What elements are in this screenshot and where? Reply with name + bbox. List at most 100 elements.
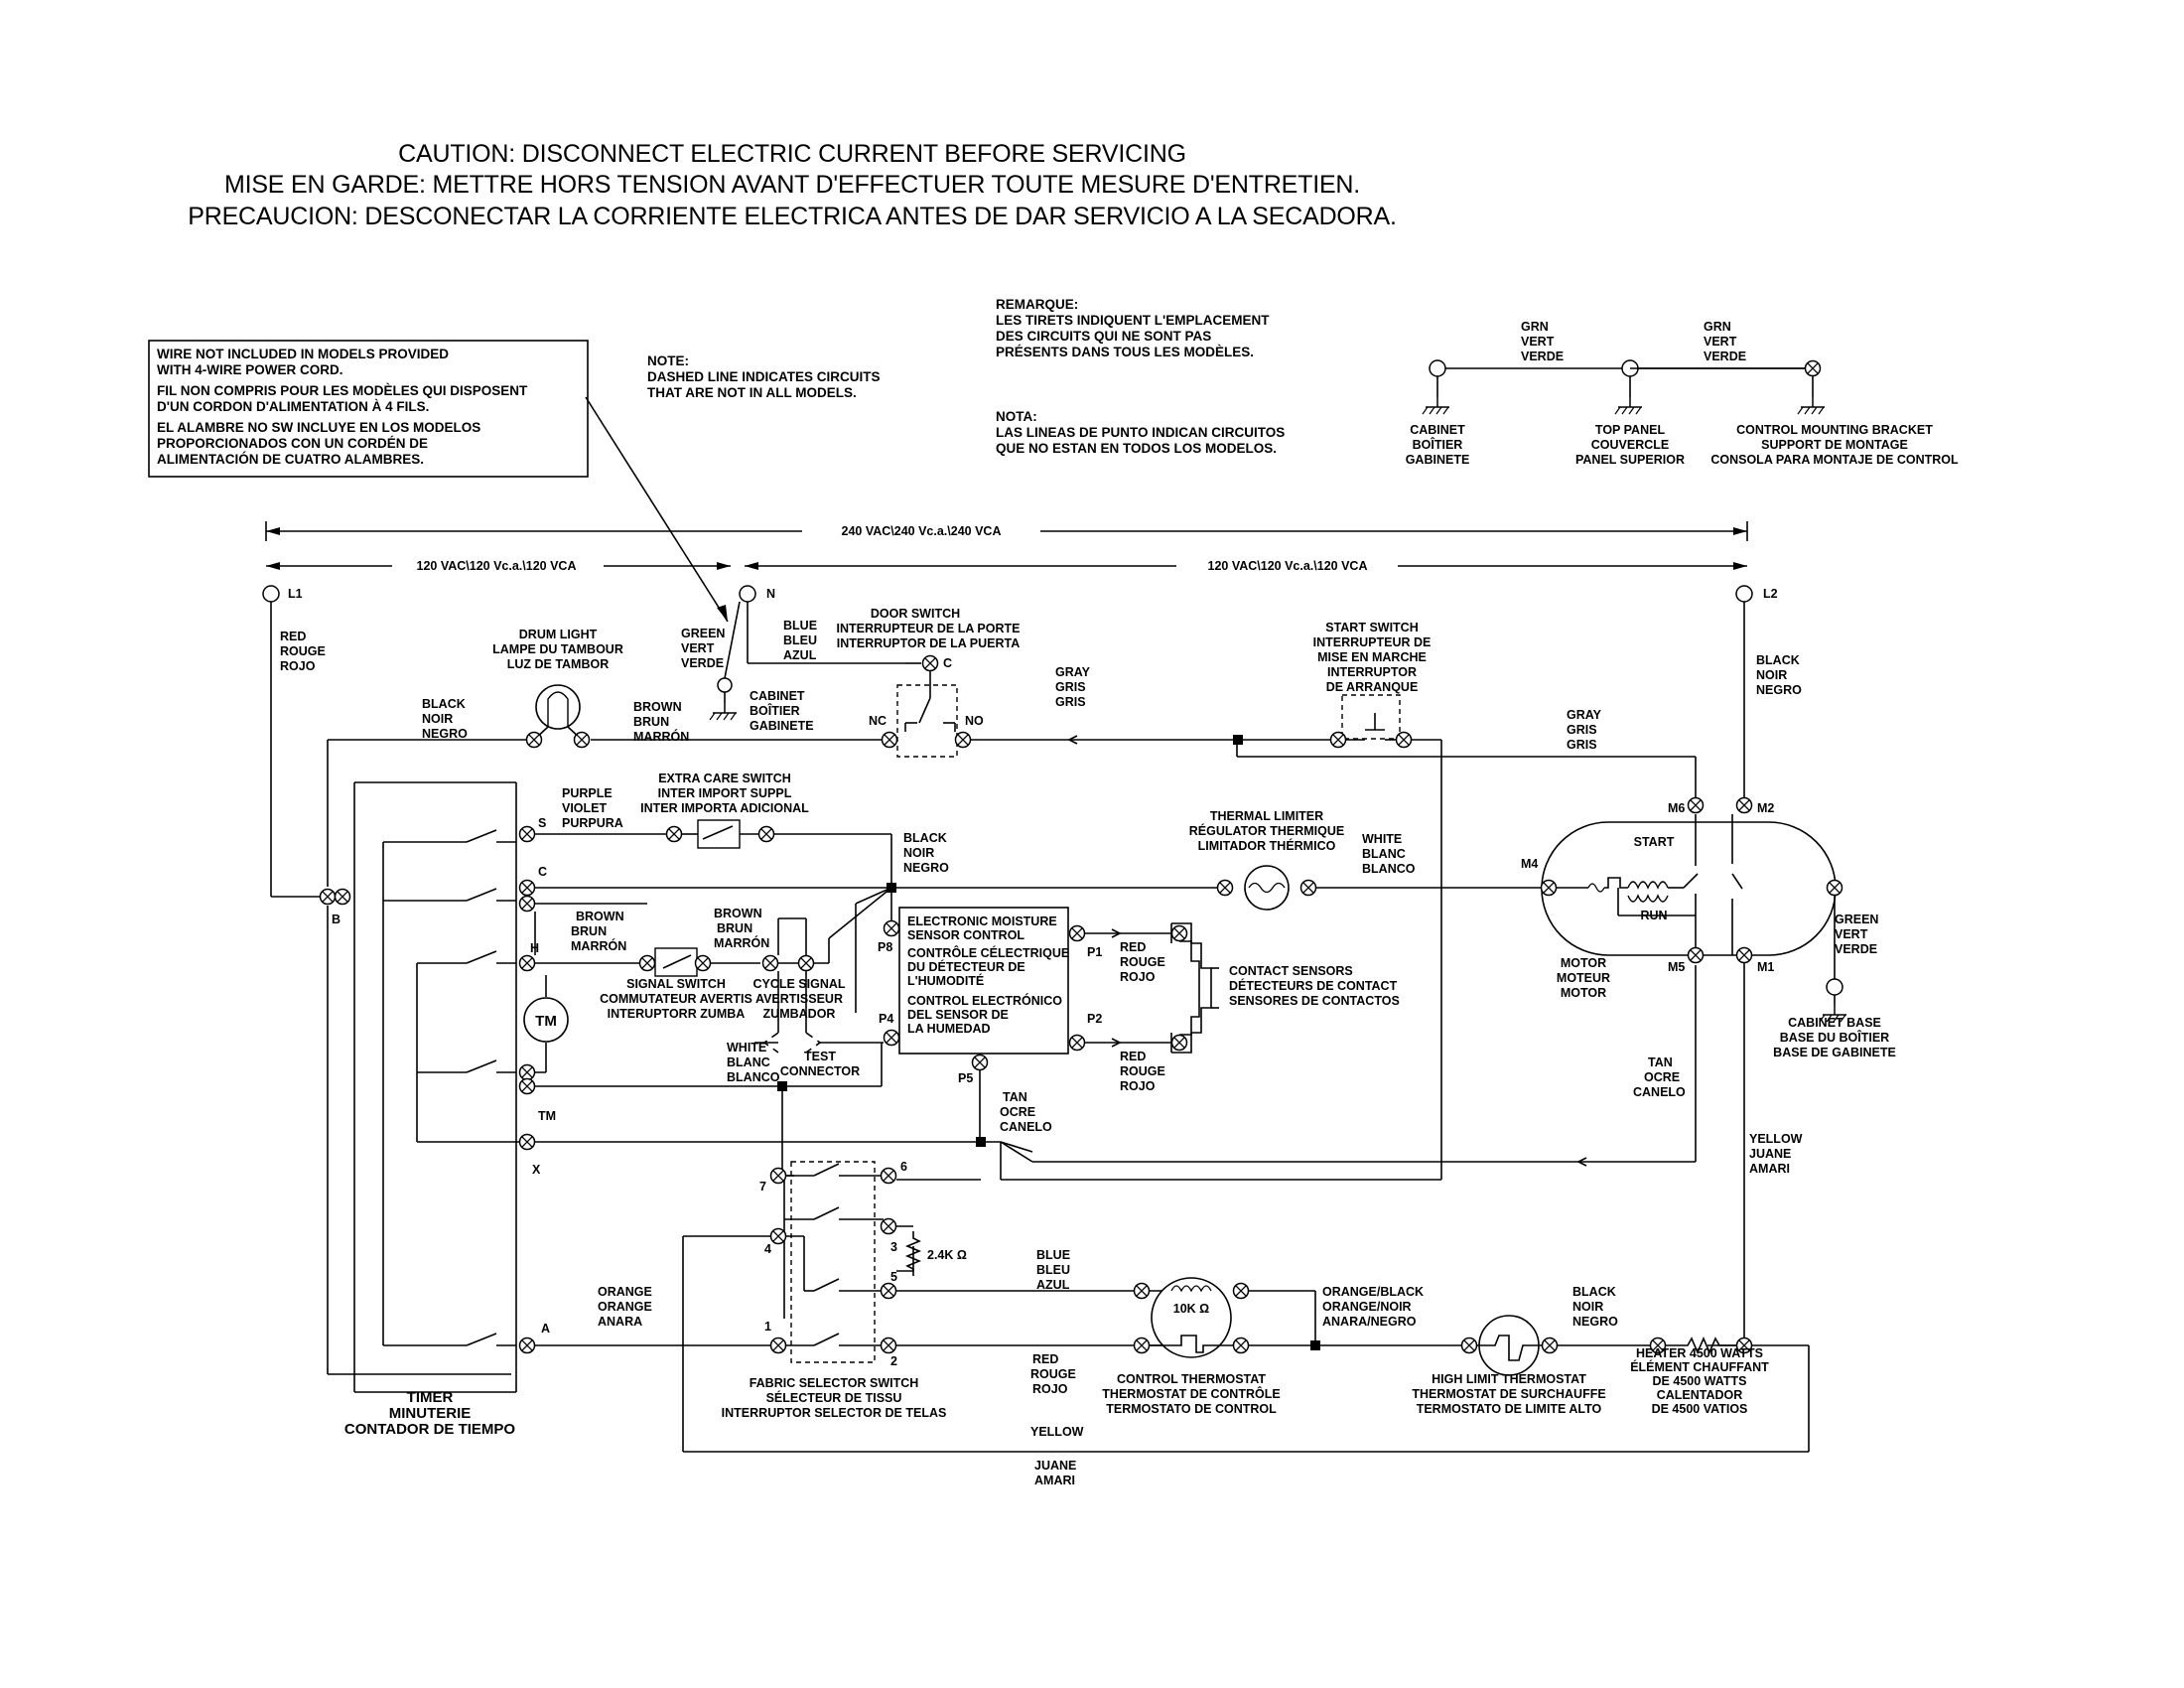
cycle-signal-label: AVERTISSEUR [755,992,843,1006]
extra-care-label-line: EXTRA CARE SWITCH [658,772,791,785]
wire-label: BLACK [422,697,466,711]
wire-label: NEGRO [1572,1315,1618,1329]
motor-pin-m5: M5 [1668,960,1685,974]
door-pin-no: NO [965,714,984,728]
wire-label: BLUE [783,619,817,633]
control-thermostat-label: CONTROL THERMOSTAT THERMOSTAT DE CONTRÔL… [1102,1372,1280,1416]
heater-element-icon [1666,1336,1736,1355]
control-thermostat-terminal-icon [1133,1282,1151,1300]
note-french: REMARQUE: LES TIRETS INDIQUENT L'EMPLACE… [996,297,1270,359]
start-switch-label-line: INTERRUPTEUR DE [1313,635,1432,649]
motor-terminal-m2-icon [1735,796,1753,814]
bracket-label: CONSOLA PARA MONTAJE DE CONTROL [1710,453,1959,467]
fabric-selector-switch [778,1161,884,1363]
wire-label: BROWN [576,910,624,923]
high-limit-terminal-icon [1541,1336,1559,1354]
door-switch [896,671,958,758]
timer-pin-tm: TM [538,1109,556,1123]
wire-label: BRUN [717,921,752,935]
note-line: REMARQUE: [996,297,1078,312]
cabinet-ground-label: BOÎTIER [750,703,800,718]
top-panel-label: COUVERCLE [1591,438,1669,452]
contact-sensors-label-line: CONTACT SENSORS [1229,964,1353,978]
note-spanish: NOTA: LAS LINEAS DE PUNTO INDICAN CIRCUI… [996,409,1285,456]
test-connector-label: CONNECTOR [780,1064,860,1078]
caution-line-en: CAUTION: DISCONNECT ELECTRIC CURRENT BEF… [398,140,1186,168]
thermal-limiter-label: THERMAL LIMITER RÉGULATOR THERMIQUE LIMI… [1189,809,1344,853]
wire-label: TAN [1648,1055,1673,1069]
control-thermostat-label-line: CONTROL THERMOSTAT [1117,1372,1266,1386]
junction-node-icon [976,1137,986,1147]
heater-label-line: ÉLÉMENT CHAUFFANT [1630,1359,1769,1374]
wiring [270,601,1810,1453]
control-pin-p2: P2 [1087,1012,1102,1026]
wire-label: BRUN [571,924,607,938]
timer-label-line: CONTADOR DE TIEMPO [344,1421,516,1438]
cabinet-ground-label: CABINET [750,689,805,703]
wire-label: RED [1120,1050,1146,1063]
motor-pin-m1: M1 [1757,960,1774,974]
start-switch-terminal-icon [1329,731,1347,749]
wire-label: GRIS [1567,738,1597,752]
wire-label: BLACK [903,831,947,845]
contact-sensors-label-line: SENSORES DE CONTACTOS [1229,994,1400,1008]
cabinet-ground-terminal-icon [1429,359,1446,377]
wire-label: MARRÓN [633,729,689,744]
wire-label: ORANGE [598,1300,652,1314]
wire-labels: RED ROUGE ROJO BLACK NOIR NEGRO GREEN VE… [280,619,1878,1487]
n-terminal-icon [739,585,756,603]
extra-care-label-line: INTER IMPORTA ADICIONAL [640,801,809,815]
moisture-control-box [898,907,1069,1055]
wire-label: ROJO [1120,1079,1156,1093]
note-line: LAS LINEAS DE PUNTO INDICAN CIRCUITOS [996,425,1285,440]
wire-label: NOIR [903,846,934,860]
control-thermostat-terminal-icon [1232,1282,1250,1300]
wire-label: JUANE [1034,1459,1076,1473]
wire-label: BLEU [1036,1263,1070,1277]
cycle-signal-label: ZUMBADOR [763,1007,836,1021]
wire-label: GRAY [1567,708,1602,722]
voltage-120-right-label: 120 VAC\120 Vc.a.\120 VCA [1208,559,1368,573]
start-switch-terminal-icon [1395,731,1413,749]
wire-label: TAN [1003,1090,1027,1104]
cabinet-base-label: BASE DE GABINETE [1773,1046,1896,1059]
note-line: PRÉSENTS DANS TOUS LES MODÈLES. [996,345,1254,359]
grn-label: GRN [1521,320,1549,334]
top-panel-label: TOP PANEL [1595,423,1666,437]
wire-label: GRIS [1055,695,1086,709]
wire-label: ANARA [598,1315,642,1329]
timer-label: TIMER MINUTERIE CONTADOR DE TIEMPO [344,1389,516,1438]
wire-label: ROJO [1032,1382,1068,1396]
selector-pin-7: 7 [759,1180,766,1194]
note-line: NOTE: [647,353,689,368]
control-pin-p5: P5 [958,1071,973,1085]
wire-label: BLACK [1756,653,1800,667]
wire-note-line: WIRE NOT INCLUDED IN MODELS PROVIDED [157,347,449,361]
extra-care-terminal-icon [757,825,775,843]
start-switch-label: START SWITCH INTERRUPTEUR DE MISE EN MAR… [1313,621,1432,694]
extra-care-terminal-icon [665,825,683,843]
l1-terminal-icon [262,585,280,603]
test-connector-label: TEST [804,1050,836,1063]
wire-label: BLANC [1362,847,1406,861]
high-limit-terminal-icon [1460,1336,1478,1354]
high-limit-label: HIGH LIMIT THERMOSTAT THERMOSTAT DE SURC… [1412,1372,1605,1416]
wire-label: VERDE [681,656,724,670]
cycle-signal-terminal-icon [761,954,779,972]
wire-label: WHITE [1362,832,1402,846]
timer-terminal-b2-icon [334,888,351,906]
moisture-control-label: ELECTRONIC MOISTURE SENSOR CONTROL CONTR… [907,914,1069,1036]
junction-node-icon [777,1081,787,1091]
selector-terminal-1-icon [769,1336,787,1354]
cabinet-base-ground-terminal-icon [1826,978,1843,996]
thermal-limiter-terminal-icon [1216,879,1234,897]
control-thermostat-label-line: TERMOSTATO DE CONTROL [1106,1402,1277,1416]
cabinet-base-label: BASE DU BOÎTIER [1780,1030,1889,1045]
fabric-selector-label-line: INTERRUPTOR SELECTOR DE TELAS [722,1406,947,1420]
note-line: LES TIRETS INDIQUENT L'EMPLACEMENT [996,313,1270,328]
motor [1541,814,1837,956]
control-thermostat-label-line: THERMOSTAT DE CONTRÔLE [1102,1386,1280,1401]
contact-sensor-terminal-icon [1170,924,1188,942]
selector-terminal-2-icon [880,1336,897,1354]
